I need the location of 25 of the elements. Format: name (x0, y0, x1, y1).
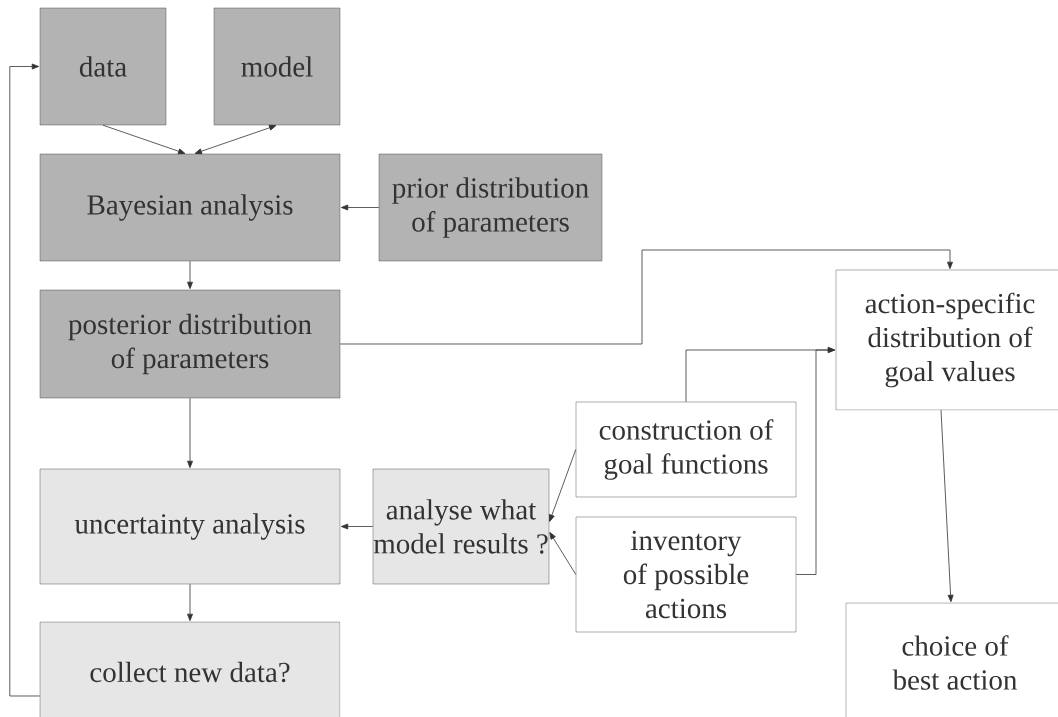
process-box: construction of goal functions (575, 401, 797, 498)
arrow (549, 532, 577, 575)
arrow (187, 260, 193, 290)
arrow (340, 204, 380, 211)
process-box: action-specific distribution of goal values (835, 269, 1058, 411)
process-box: Bayesian analysis (39, 153, 341, 262)
process-box: inventory of possible actions (575, 516, 797, 633)
arrow (795, 347, 836, 575)
arrow (102, 124, 186, 155)
process-box: analyse what model results ? (372, 468, 550, 585)
arrow (549, 449, 577, 522)
process-box: collect new data? (39, 621, 341, 717)
arrow (340, 523, 374, 530)
process-box: prior distribution of parameters (378, 153, 603, 262)
process-box: model (213, 7, 341, 126)
arrow (194, 124, 277, 155)
arrow (940, 409, 954, 603)
process-box: choice of best action (845, 602, 1058, 717)
arrow (339, 249, 953, 345)
arrow (187, 583, 193, 622)
process-box: posterior distribution of parameters (39, 289, 341, 399)
process-box: uncertainty analysis (39, 468, 341, 585)
arrow (187, 397, 193, 469)
process-box: data (39, 7, 167, 126)
arrow (9, 63, 41, 697)
